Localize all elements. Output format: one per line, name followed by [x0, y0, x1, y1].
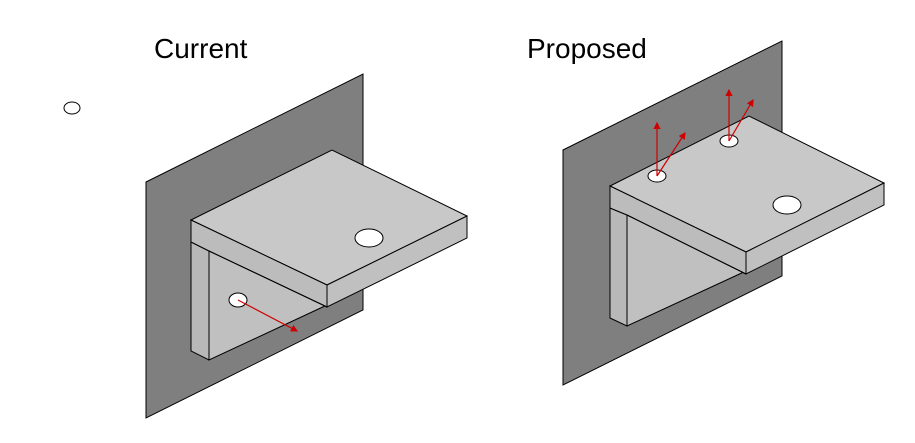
current-assembly	[145, 73, 469, 419]
current-vertical-leg-edge	[190, 241, 210, 361]
proposed-assembly	[562, 40, 886, 386]
current-top-hole	[354, 228, 384, 248]
title-proposed: Proposed	[527, 33, 647, 64]
proposed-hole-right	[772, 195, 802, 215]
current-force-arrow	[237, 299, 299, 332]
proposed-left-angled-arrow	[656, 131, 686, 177]
title-current: Current	[154, 33, 248, 64]
proposed-inner-corner-line	[626, 214, 747, 275]
proposed-vertical-leg-edge	[609, 207, 628, 327]
stray-hole-marker	[63, 101, 81, 115]
proposed-middle-angled-arrow	[728, 98, 754, 142]
current-inner-corner-line	[208, 250, 328, 308]
